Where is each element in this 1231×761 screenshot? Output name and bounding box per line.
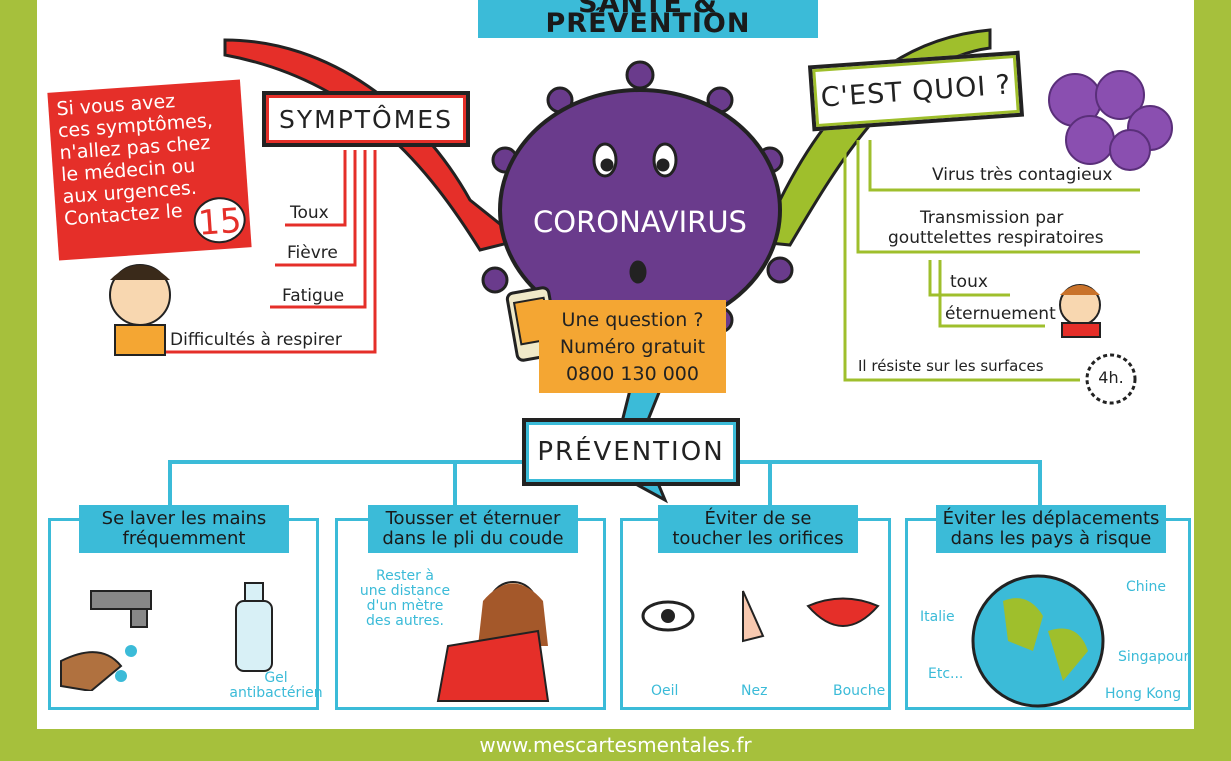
caption-line: antibactérien bbox=[229, 685, 323, 701]
card-title-line: Éviter de se bbox=[704, 508, 812, 529]
red-arrow bbox=[223, 38, 524, 252]
card-title-line: toucher les orifices bbox=[672, 528, 844, 549]
label-mouth: Bouche bbox=[833, 683, 886, 699]
card-title-line: Éviter les déplacements bbox=[942, 508, 1160, 529]
hotline-box: Une question ? Numéro gratuit 0800 130 0… bbox=[539, 300, 726, 393]
prevention-card-travel: Éviter les déplacements dans les pays à … bbox=[905, 505, 1191, 710]
symptom-item: Fièvre bbox=[287, 243, 338, 263]
whatis-transmission-1: Transmission par bbox=[920, 208, 1064, 228]
symptom-item: Difficultés à respirer bbox=[170, 330, 342, 350]
sneezing-boy-illustration bbox=[1059, 284, 1101, 338]
hotline-number: 0800 130 000 bbox=[566, 363, 699, 385]
card-title-line: Tousser et éternuer bbox=[385, 508, 561, 529]
hotline-line1: Une question ? bbox=[561, 309, 704, 331]
symptom-item: Fatigue bbox=[282, 286, 345, 306]
card-title-line: Se laver les mains bbox=[101, 508, 267, 529]
symptoms-title: SYMPTÔMES bbox=[262, 91, 470, 147]
note-line: des autres. bbox=[366, 613, 444, 629]
gel-caption: Gel antibactérien bbox=[221, 671, 331, 701]
symptom-item: Toux bbox=[290, 203, 329, 223]
clock-icon bbox=[1085, 353, 1137, 405]
center-label: CORONAVIRUS bbox=[533, 205, 747, 239]
virus-cluster bbox=[1048, 70, 1173, 171]
card-title: Éviter les déplacements dans les pays à … bbox=[936, 505, 1166, 553]
caption-line: Gel bbox=[264, 670, 288, 686]
symptom-lines bbox=[165, 150, 377, 354]
label-eye: Oeil bbox=[651, 683, 679, 699]
place-etc: Etc... bbox=[928, 666, 964, 682]
sick-girl-illustration bbox=[109, 264, 171, 356]
coughing-girl-illustration bbox=[436, 581, 550, 702]
virus-face bbox=[592, 142, 678, 284]
place-hongkong: Hong Kong bbox=[1105, 686, 1182, 702]
prevention-lines bbox=[168, 460, 1042, 505]
footer-url: www.mescartesmentales.fr bbox=[479, 733, 752, 757]
card-title-line: fréquemment bbox=[122, 528, 246, 549]
card-title: Tousser et éternuer dans le pli du coude bbox=[368, 505, 578, 553]
whatis-lines bbox=[843, 140, 1140, 382]
mouth-icon bbox=[806, 597, 880, 627]
place-italy: Italie bbox=[920, 609, 955, 625]
whatis-contagious: Virus très contagieux bbox=[932, 165, 1113, 185]
page-title: SANTÉ & PRÉVENTION bbox=[478, 0, 818, 38]
whatis-surfaces: Il résiste sur les surfaces bbox=[858, 357, 1044, 375]
emergency-number: 15 bbox=[192, 195, 248, 245]
prevention-card-wash-hands: Se laver les mains fréquemment Gel antib… bbox=[48, 505, 323, 710]
hands-tap-illustration bbox=[60, 582, 273, 691]
note-line: une distance bbox=[359, 583, 451, 599]
whatis-transmission-2: gouttelettes respiratoires bbox=[888, 228, 1104, 248]
nose-icon bbox=[742, 590, 765, 643]
card-title-line: dans les pays à risque bbox=[950, 528, 1152, 549]
clock-label: 4h. bbox=[1098, 368, 1124, 387]
face-parts-illustration bbox=[641, 590, 880, 643]
symptom-warning-note: Si vous avez ces symptômes, n'allez pas … bbox=[47, 79, 252, 261]
card-title: Se laver les mains fréquemment bbox=[79, 505, 289, 553]
place-singapore: Singapour bbox=[1118, 649, 1190, 665]
prevention-title: PRÉVENTION bbox=[522, 418, 740, 486]
card-title-line: dans le pli du coude bbox=[382, 528, 564, 549]
card-title: Éviter de se toucher les orifices bbox=[658, 505, 858, 553]
place-china: Chine bbox=[1126, 579, 1167, 595]
prevention-card-cough-elbow: Tousser et éternuer dans le pli du coude… bbox=[335, 505, 606, 710]
note-line: d'un mètre bbox=[366, 598, 444, 614]
label-nose: Nez bbox=[741, 683, 768, 699]
globe-icon bbox=[971, 574, 1105, 708]
note-line: Rester à bbox=[376, 568, 434, 584]
distance-note: Rester à une distance d'un mètre des aut… bbox=[356, 569, 454, 629]
whatis-sneeze: éternuement bbox=[945, 304, 1056, 324]
hotline-line2: Numéro gratuit bbox=[559, 336, 706, 358]
whatis-cough: toux bbox=[950, 272, 988, 292]
prevention-card-touch-face: Éviter de se toucher les orifices Oeil N… bbox=[620, 505, 891, 710]
